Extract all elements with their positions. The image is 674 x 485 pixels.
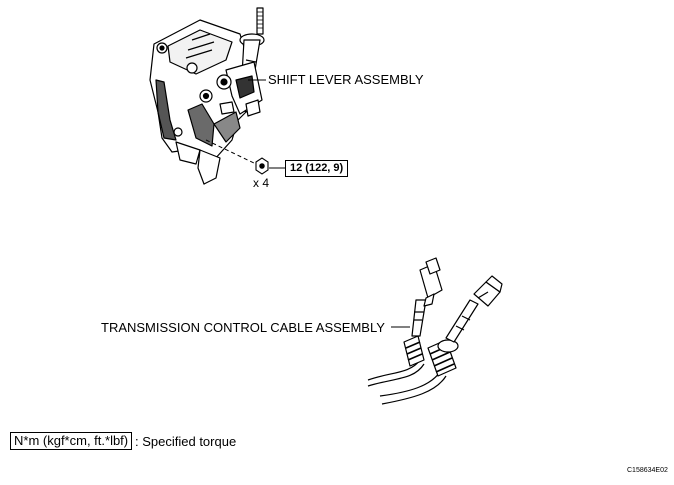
shift-lever-assembly-drawing — [149, 7, 265, 185]
transmission-control-cable-drawing — [367, 257, 503, 405]
transmission-control-cable-label: TRANSMISSION CONTROL CABLE ASSEMBLY — [101, 320, 385, 335]
figure-code: C158634E02 — [627, 467, 668, 474]
bolt-dashed-line — [205, 139, 257, 165]
shift-lever-assembly-label: SHIFT LEVER ASSEMBLY — [268, 72, 424, 87]
legend-torque-unit-box: N*m (kgf*cm, ft.*lbf) — [10, 432, 133, 450]
quantity-label: x 4 — [253, 176, 270, 190]
nut-icon — [255, 157, 269, 175]
torque-value-box: 12 (122, 9) — [285, 160, 349, 177]
legend-specified-torque-text: : Specified torque — [135, 434, 237, 449]
